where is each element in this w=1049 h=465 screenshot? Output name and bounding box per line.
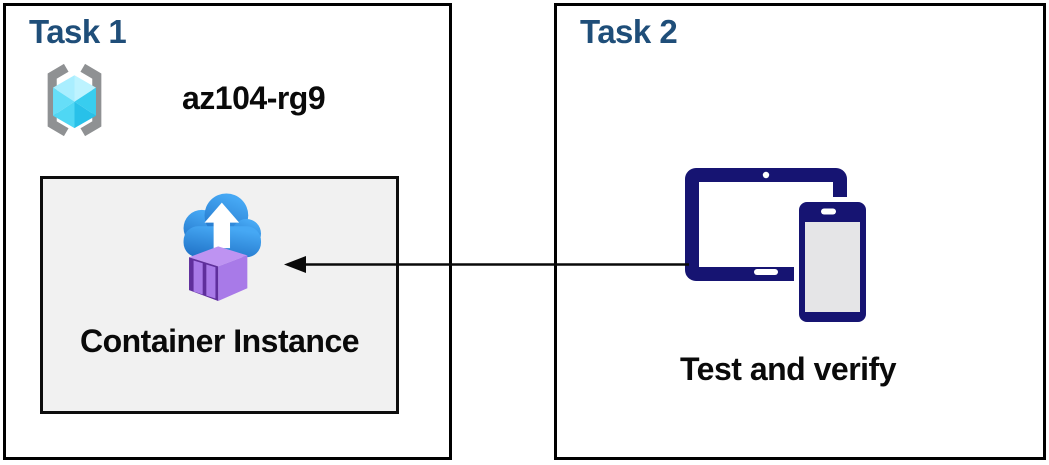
container-cube [189,246,248,301]
upload-arrow-icon [204,202,240,249]
task1-title: Task 1 [29,13,127,50]
resource-group-icon [47,63,102,137]
container-instance-icon [183,193,262,301]
resource-group-name: az104-rg9 [182,80,326,116]
task2-title: Task 2 [580,13,678,50]
container-instance-label: Container Instance [79,323,360,359]
phone-icon [794,197,871,326]
task2-panel: Task 2 Test and verify [554,3,1046,460]
test-and-verify-label: Test and verify [680,351,896,387]
task1-panel: Task 1 az104-rg9 [3,3,452,460]
devices-icon [685,168,871,326]
container-instance-box: Container Instance [40,176,399,414]
